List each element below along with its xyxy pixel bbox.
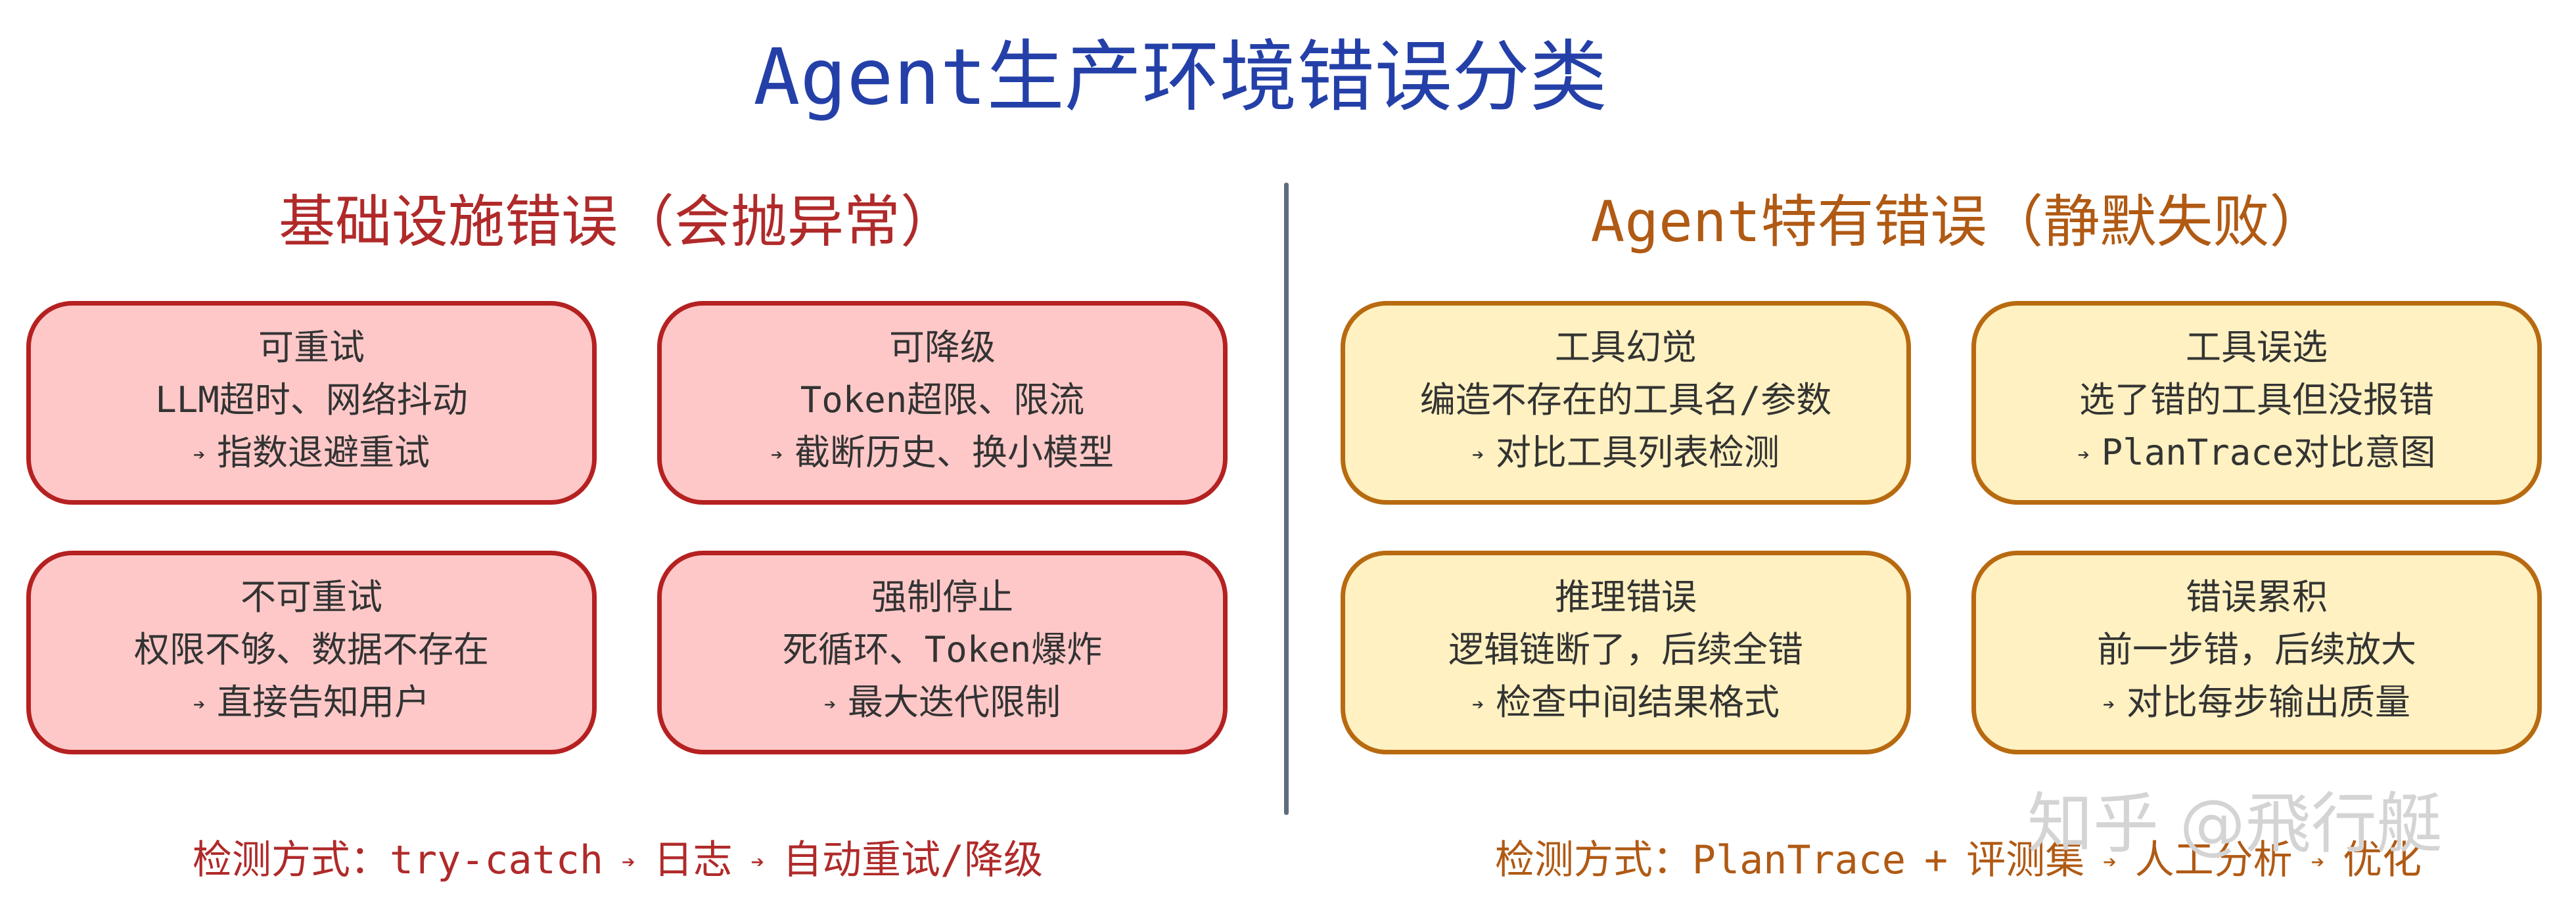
arrow-icon: ➔ <box>622 849 635 875</box>
detection-step: 评测集 <box>1966 837 2085 883</box>
arrow-icon: ➔ <box>750 849 764 875</box>
detection-label: 检测方式： <box>192 837 390 883</box>
detection-method-agent-specific: 检测方式：PlanTrace + 评测集 ➔ 人工分析 ➔ 优化 <box>1341 824 2576 896</box>
detection-step: 日志 <box>653 837 733 883</box>
section-title-agent-specific: Agent特有错误（静默失败） <box>1590 189 2326 255</box>
detection-label: 检测方式： <box>1494 837 1692 883</box>
arrow-icon: ➔ <box>2077 443 2090 467</box>
detection-step: 人工分析 <box>2134 837 2293 883</box>
detection-method-infrastructure: 检测方式：try-catch ➔ 日志 ➔ 自动重试/降级 <box>0 824 1235 896</box>
card-description: 逻辑链断了，后续全错 <box>1448 628 1803 670</box>
arrow-icon: ➔ <box>2102 693 2115 716</box>
detection-step: 自动重试/降级 <box>782 837 1044 883</box>
card-error-accumulation: 错误累积 前一步错，后续放大 ➔ 对比每步输出质量 <box>1971 551 2542 754</box>
detection-step: 优化 <box>2343 837 2422 883</box>
card-name: 可重试 <box>258 326 365 368</box>
arrow-icon: ➔ <box>1471 693 1484 716</box>
card-action: 检查中间结果格式 <box>1496 681 1780 723</box>
card-action: 对比每步输出质量 <box>2127 681 2411 723</box>
arrow-icon: ➔ <box>2311 849 2325 875</box>
card-name: 可降级 <box>889 326 996 368</box>
card-retryable: 可重试 LLM超时、网络抖动 ➔ 指数退避重试 <box>26 301 597 505</box>
card-tool-hallucination: 工具幻觉 编造不存在的工具名/参数 ➔ 对比工具列表检测 <box>1341 301 1911 505</box>
arrow-icon: ➔ <box>2103 849 2117 875</box>
card-action: PlanTrace对比意图 <box>2101 431 2436 473</box>
card-action: 对比工具列表检测 <box>1496 431 1780 473</box>
card-action: 直接告知用户 <box>217 681 430 723</box>
card-action: 指数退避重试 <box>217 431 430 473</box>
detection-step: PlanTrace <box>1691 837 1906 883</box>
card-name: 工具误选 <box>2186 326 2328 368</box>
watermark: 知乎 @飛行艇 <box>2027 785 2443 862</box>
arrow-icon: ➔ <box>193 443 206 467</box>
card-degradable: 可降级 Token超限、限流 ➔ 截断历史、换小模型 <box>657 301 1228 505</box>
plus-sign: + <box>1924 837 1948 883</box>
card-reasoning-error: 推理错误 逻辑链断了，后续全错 ➔ 检查中间结果格式 <box>1341 551 1911 754</box>
card-name: 错误累积 <box>2186 576 2328 618</box>
divider <box>1284 183 1289 815</box>
card-name: 工具幻觉 <box>1555 326 1697 368</box>
card-action: 最大迭代限制 <box>848 681 1061 723</box>
section-title-infrastructure: 基础设施错误（会抛异常） <box>279 189 957 255</box>
card-name: 强制停止 <box>871 576 1013 618</box>
card-action: 截断历史、换小模型 <box>794 431 1115 473</box>
arrow-icon: ➔ <box>823 693 837 716</box>
page-title: Agent生产环境错误分类 <box>753 32 1607 122</box>
card-description: 选了错的工具但没报错 <box>2079 379 2434 421</box>
card-name: 推理错误 <box>1555 576 1697 618</box>
card-description: Token超限、限流 <box>800 379 1085 421</box>
card-tool-misselection: 工具误选 选了错的工具但没报错 ➔ PlanTrace对比意图 <box>1971 301 2542 505</box>
arrow-icon: ➔ <box>1471 443 1484 467</box>
card-description: 权限不够、数据不存在 <box>134 628 489 670</box>
arrow-icon: ➔ <box>193 693 206 716</box>
card-name: 不可重试 <box>241 576 382 618</box>
detection-step: try-catch <box>389 837 603 883</box>
arrow-icon: ➔ <box>770 443 783 467</box>
card-description: LLM超时、网络抖动 <box>155 379 468 421</box>
card-force-stop: 强制停止 死循环、Token爆炸 ➔ 最大迭代限制 <box>657 551 1228 754</box>
card-description: 编造不存在的工具名/参数 <box>1419 379 1832 421</box>
card-description: 死循环、Token爆炸 <box>782 628 1103 670</box>
card-description: 前一步错，后续放大 <box>2097 628 2416 670</box>
card-non-retryable: 不可重试 权限不够、数据不存在 ➔ 直接告知用户 <box>26 551 597 754</box>
